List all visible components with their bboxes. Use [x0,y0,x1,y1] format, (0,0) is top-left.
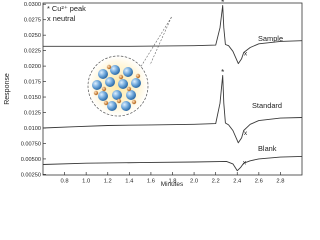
y-tick-label: 0.0300 [24,2,41,8]
legend-x-label: x neutral [47,14,76,23]
series-lines [42,5,303,172]
series-label-sample: Sample [258,34,283,43]
cu-peak-marker: * [221,68,224,77]
series-label-standard: Standard [252,101,282,110]
y-tick-label: 0.00500 [21,157,41,163]
nanoparticle-cluster-illustration [87,16,172,117]
x-axis-title: Minutes [161,181,183,188]
y-tick-label: 0.0250 [24,33,41,39]
neutral-marker: x [244,130,248,137]
x-tick-label: 1.6 [147,179,155,185]
y-tick-label: 0.0200 [24,64,41,70]
x-tick-label: 1.2 [104,179,112,185]
peak-markers: * * x x x [221,0,248,167]
x-tick-label: 2.0 [190,179,198,185]
x-tick-label: 2.6 [255,179,263,185]
y-tick-label: 0.0225 [24,49,41,55]
chromatogram-chart: 0.00250 0.00500 0.00750 0.0100 0.0125 0.0150 0… [4,0,303,188]
y-axis-ticks: 0.00250 0.00500 0.00750 0.0100 0.0125 0.0150 0… [21,2,46,178]
x-tick-label: 1.0 [82,179,90,185]
x-tick-label: 2.8 [276,179,284,185]
series-label-blank: Blank [258,144,277,153]
y-tick-label: 0.0100 [24,126,41,132]
neutral-marker: x [244,51,248,58]
legend: * Cu²⁺ peak x neutral [47,4,86,23]
x-tick-label: 1.8 [168,179,176,185]
y-tick-label: 0.00750 [21,141,41,147]
x-tick-label: 2.2 [212,179,220,185]
x-axis-ticks: 0.8 1.0 1.2 1.4 1.6 1.8 2.0 2.2 2.4 2.6 2.8 [61,172,284,185]
series-line-blank [42,155,303,172]
x-tick-label: 2.4 [233,179,242,185]
y-tick-label: 0.0175 [24,80,41,86]
chart-svg: 0.00250 0.00500 0.00750 0.0100 0.0125 0.0150 0… [4,0,303,188]
legend-star-label: * Cu²⁺ peak [47,4,86,13]
x-tick-label: 0.8 [61,179,69,185]
neutral-marker: x [243,160,247,167]
y-tick-label: 0.0150 [24,95,41,101]
y-axis-title: Response [4,73,11,105]
cu-peak-marker: * [221,0,224,7]
y-tick-label: 0.0275 [24,18,41,24]
series-line-sample [43,5,303,65]
series-line-standard [42,74,303,144]
y-tick-label: 0.0125 [24,111,41,117]
x-tick-label: 1.4 [125,179,134,185]
y-tick-label: 0.00250 [21,172,41,178]
